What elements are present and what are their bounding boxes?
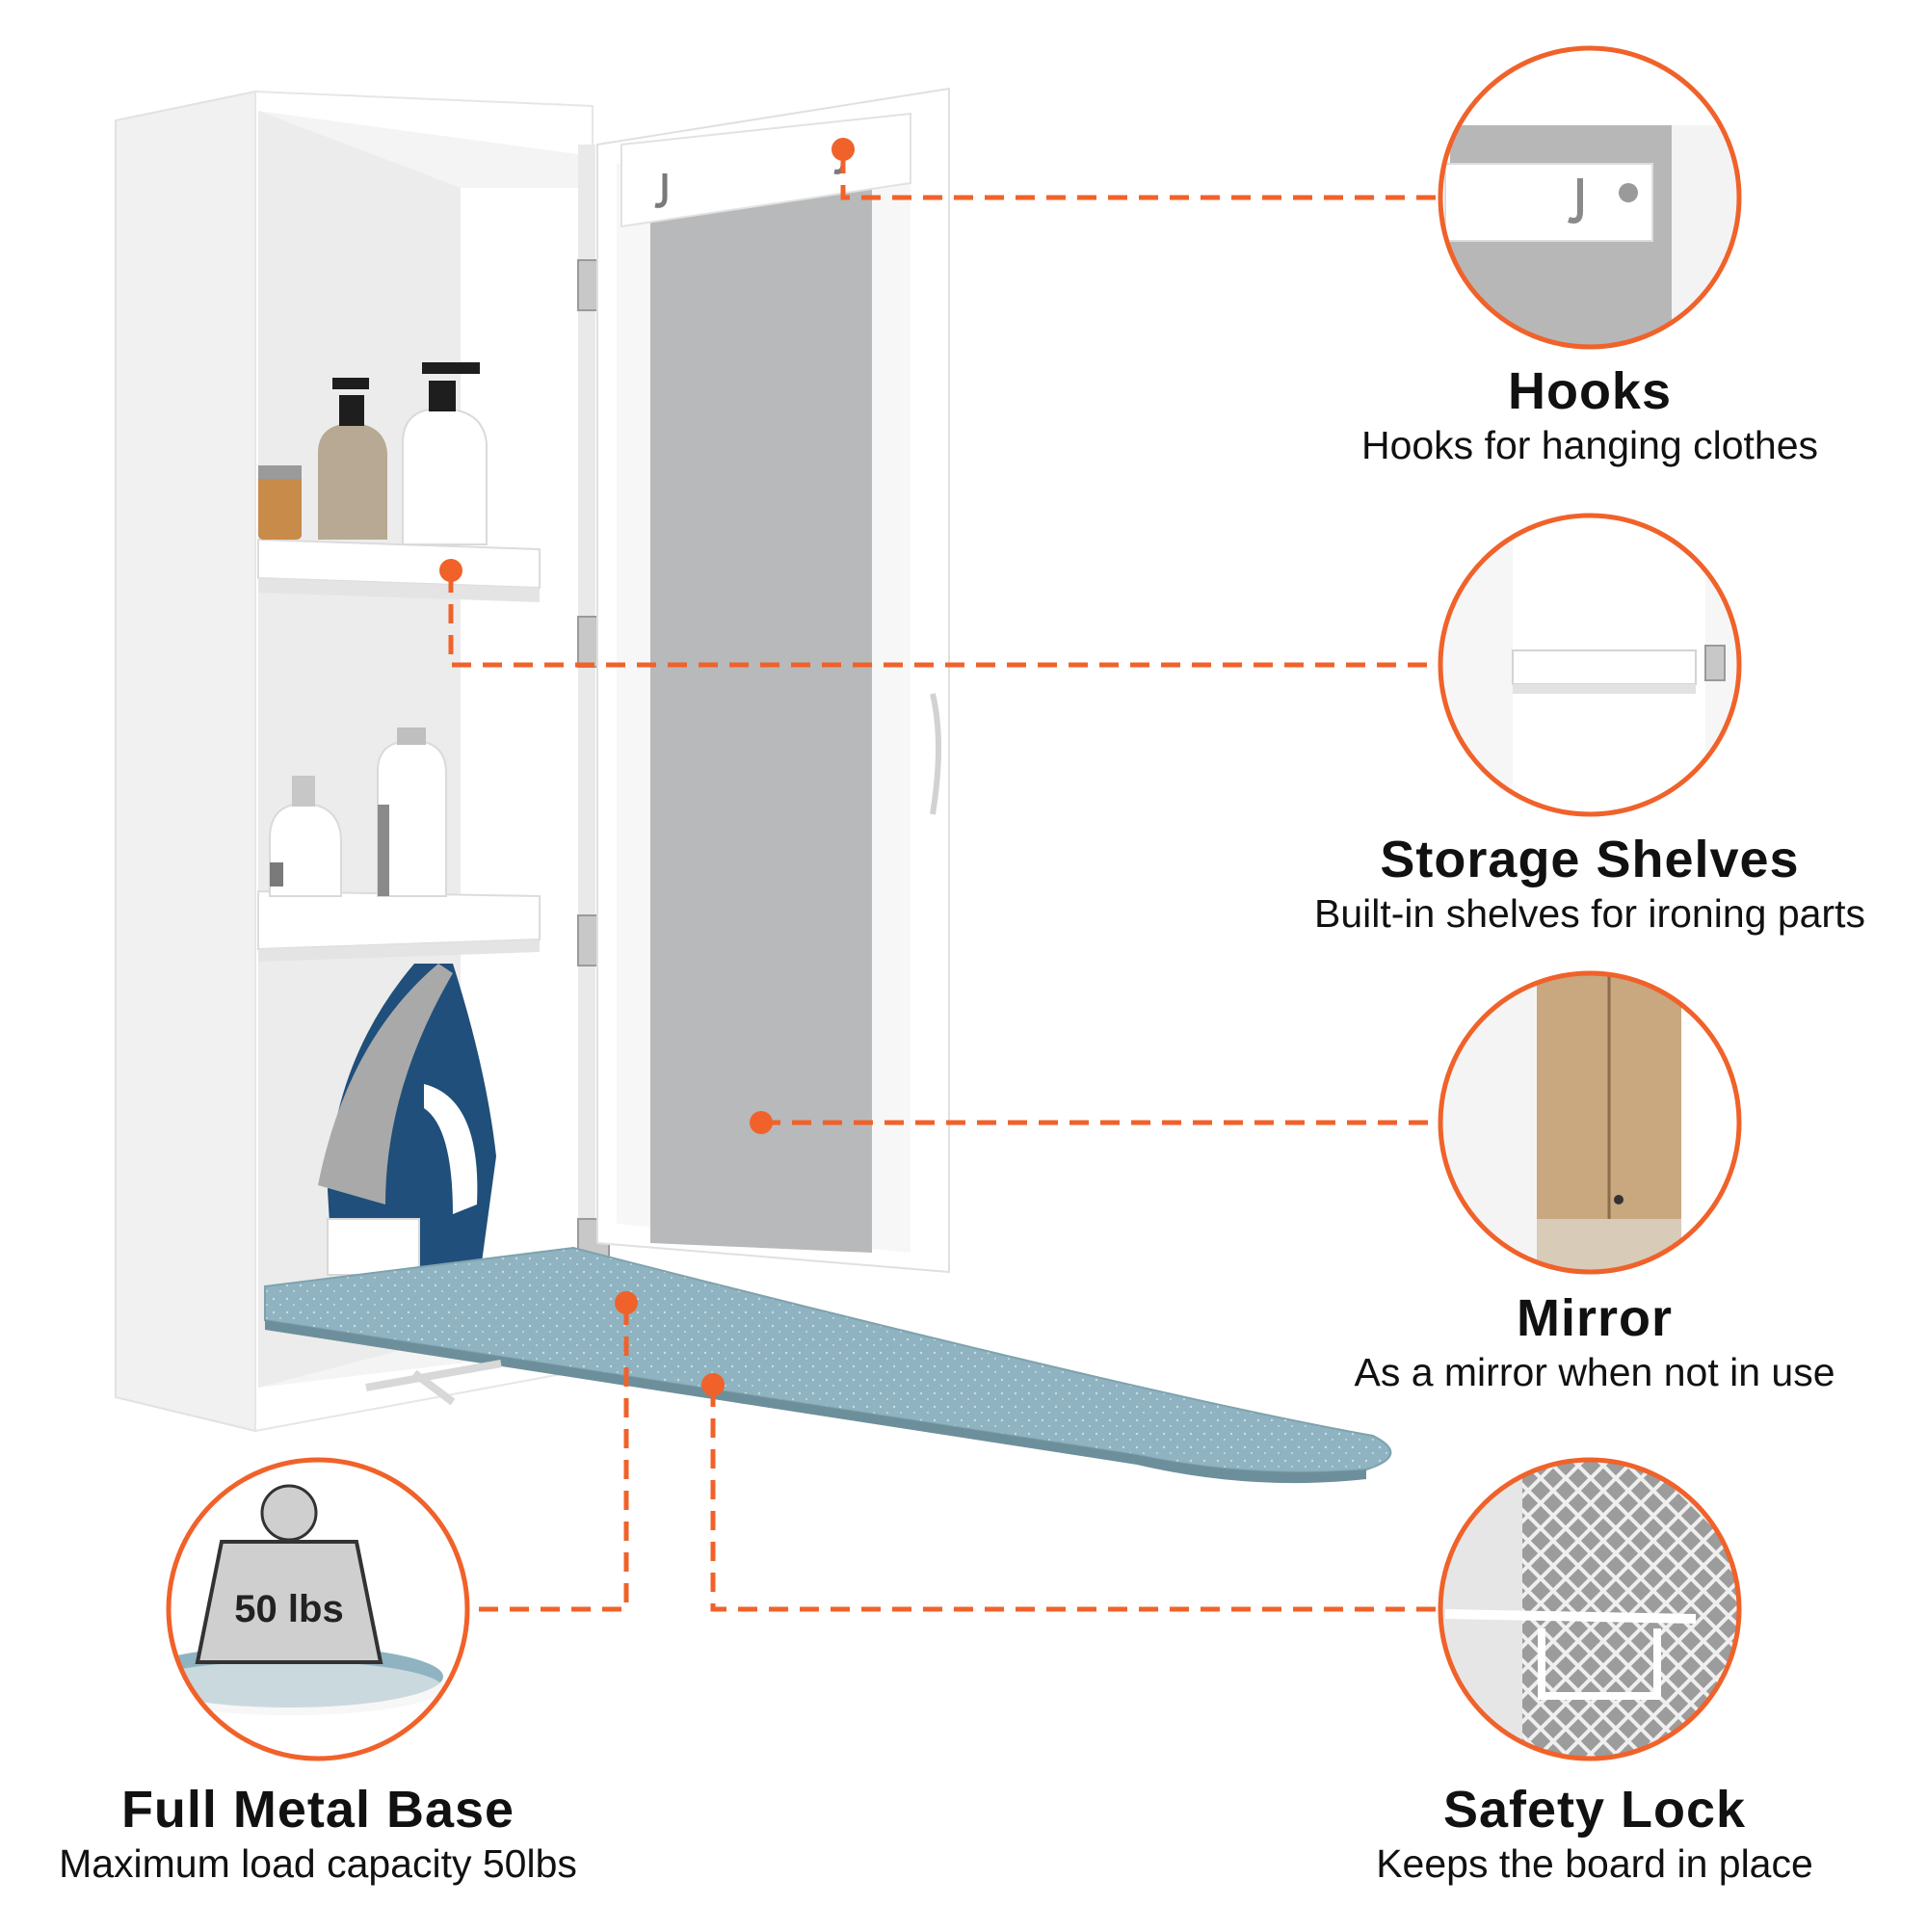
weight-detail-circle: 50 lbs	[166, 1457, 470, 1761]
door	[596, 87, 950, 1274]
callout-dots	[439, 138, 855, 1396]
feature-description: Maximum load capacity 50lbs	[59, 1841, 577, 1886]
shelves-detail-circle	[1438, 513, 1742, 817]
mirror-panel	[650, 188, 872, 1253]
bottle-tall	[377, 728, 447, 897]
shelf-lower	[257, 889, 541, 962]
ironing-board	[264, 1246, 1392, 1484]
feature-storage-shelves: Storage Shelves Built-in shelves for iro…	[1253, 831, 1927, 939]
feature-title: Full Metal Base	[120, 1781, 515, 1839]
feature-description: Hooks for hanging clothes	[1360, 423, 1819, 467]
feature-title: Mirror	[1516, 1289, 1673, 1347]
bottle-white-pump	[402, 362, 488, 545]
hooks-detail-circle	[1438, 45, 1742, 350]
feature-title: Safety Lock	[1442, 1781, 1747, 1839]
weight-label: 50 lbs	[234, 1588, 343, 1630]
weight-icon	[195, 1540, 383, 1664]
feature-mirror: Mirror As a mirror when not in use	[1281, 1289, 1908, 1397]
feature-description: Built-in shelves for ironing parts	[1314, 891, 1865, 936]
feature-title: Hooks	[1507, 362, 1673, 420]
shelf-upper	[257, 538, 541, 602]
bottle-glass-pump	[318, 378, 387, 540]
bottle-soap	[269, 776, 342, 897]
feature-title: Storage Shelves	[1380, 831, 1800, 888]
feature-hooks: Hooks Hooks for hanging clothes	[1291, 362, 1888, 470]
mirror-detail-circle	[1438, 970, 1742, 1275]
feature-full-metal-base: Full Metal Base Maximum load capacity 50…	[0, 1781, 636, 1889]
lock-detail-circle	[1438, 1457, 1742, 1761]
callout-lines	[448, 154, 1440, 1612]
feature-safety-lock: Safety Lock Keeps the board in place	[1281, 1781, 1908, 1889]
hook-left	[654, 173, 668, 208]
bottle-amber-jar	[258, 465, 302, 540]
board-bracket	[365, 1360, 502, 1406]
feature-description: As a mirror when not in use	[1354, 1350, 1835, 1394]
feature-description: Keeps the board in place	[1376, 1841, 1813, 1886]
iron	[318, 964, 496, 1276]
